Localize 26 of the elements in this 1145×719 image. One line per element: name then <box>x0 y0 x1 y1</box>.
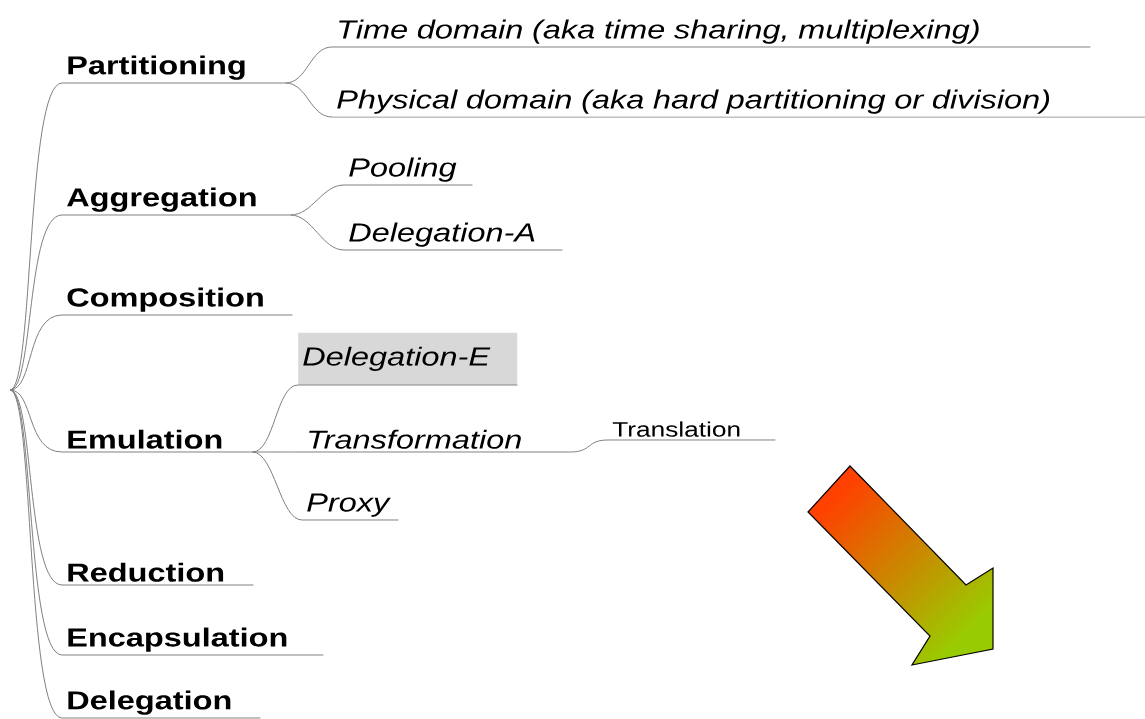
topic-label: Aggregation <box>61 187 291 216</box>
topic-label: Emulation <box>61 429 253 453</box>
subtopic-label: Proxy <box>301 493 399 521</box>
branch-line <box>9 314 63 391</box>
branch-line <box>284 46 333 84</box>
branch-line <box>9 389 63 719</box>
subtopic-label: Transformation <box>301 429 571 453</box>
branch-line <box>251 451 303 453</box>
topic-label: Delegation <box>61 690 261 719</box>
branch-line <box>9 389 63 656</box>
topic-label: Partitioning <box>61 55 286 84</box>
branch-line <box>284 82 333 118</box>
highlighted-subtopic-label: Delegation-E <box>297 332 518 386</box>
subtopic-label: Time domain (aka time sharing, multiplexing) <box>331 19 1091 48</box>
branch-line <box>9 214 63 391</box>
branch-line <box>289 184 345 216</box>
subtopic-label: Pooling <box>343 157 473 186</box>
branch-line <box>251 451 303 521</box>
topic-label: Composition <box>61 287 293 316</box>
subtopic-label: Delegation-A <box>343 222 563 251</box>
branch-line <box>569 439 609 453</box>
subtopic-label: Physical domain (aka hard partitioning or division) <box>331 89 1145 118</box>
subtopic-label: Translation <box>607 421 776 441</box>
branch-line <box>289 214 345 251</box>
topic-label: Reduction <box>61 562 254 586</box>
topic-label: Encapsulation <box>61 627 324 656</box>
